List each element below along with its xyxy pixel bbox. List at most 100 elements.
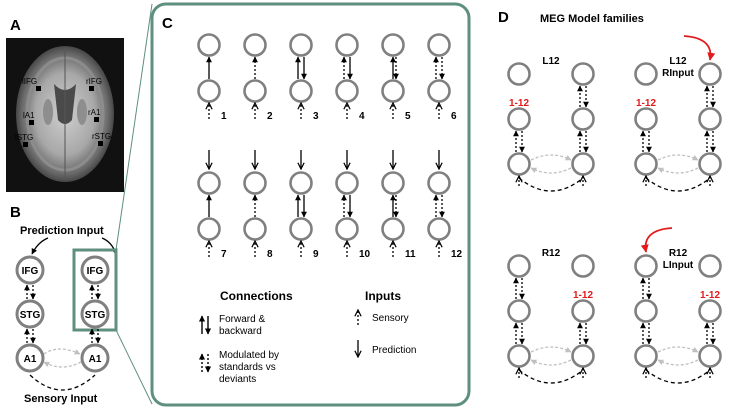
region-marker-ra1 [94, 117, 99, 122]
right-node-1 [571, 254, 595, 278]
node-upper [197, 33, 221, 57]
family-name: R12 [669, 248, 688, 259]
node-a1-right [80, 343, 110, 373]
lateral-connection [43, 348, 82, 368]
highlight-box [72, 248, 118, 332]
range-label: 1-12 [573, 290, 593, 301]
sensory-input-arc [29, 374, 96, 391]
node-lower [243, 79, 267, 103]
prediction-input-red-arrow [640, 227, 673, 253]
model-number: 2 [267, 111, 273, 122]
family-input-side: RInput [662, 68, 694, 79]
left-node-2 [507, 107, 531, 131]
region-marker-lifg [36, 86, 41, 91]
node-lower [427, 79, 451, 103]
node-upper [381, 171, 405, 195]
panel-b: B Prediction Input IFG STG A1 IFG STG A1 [10, 3, 153, 405]
node-lower [289, 79, 313, 103]
prediction-input-red-arrow [683, 35, 716, 61]
sensory-input-label: Sensory Input [24, 393, 98, 405]
model-number: 5 [405, 111, 411, 122]
right-node-3 [698, 152, 722, 176]
region-marker-rstg [98, 141, 103, 146]
label-lifg: lIFG [22, 77, 37, 86]
model-6: 6 [427, 33, 457, 122]
model-number: 12 [451, 249, 463, 260]
node-a1-right-label: A1 [89, 354, 102, 365]
panel-d-title: MEG Model families [540, 13, 644, 25]
left-node-2 [634, 299, 658, 323]
right-node-2 [571, 107, 595, 131]
right-node-2 [571, 299, 595, 323]
left-node-3 [634, 344, 658, 368]
right-node-3 [698, 344, 722, 368]
panel-a: A lIFG rIFG lA1 rA1 lSTG rSTG [6, 17, 124, 192]
legend-inputs-title: Inputs [365, 289, 401, 303]
lateral-connection-right [657, 154, 699, 161]
panel-c-letter: C [162, 15, 173, 32]
node-lower [381, 79, 405, 103]
zoom-line-bottom [115, 329, 153, 405]
node-lower [197, 217, 221, 241]
model-12: 12 [427, 150, 463, 260]
family-name: L12 [542, 56, 560, 67]
right-node-3 [571, 344, 595, 368]
family-name: R12 [542, 248, 561, 259]
model-9: 9 [289, 150, 319, 260]
left-node-1 [634, 254, 658, 278]
lateral-connection-left [530, 359, 572, 366]
node-upper [335, 33, 359, 57]
legend-prediction-label: Prediction [372, 345, 416, 356]
model-family-3: R12 1-12 [507, 248, 595, 384]
family-input-side: LInput [663, 260, 694, 271]
model-number: 4 [359, 111, 365, 122]
thalamus-right [77, 99, 87, 125]
model-number: 3 [313, 111, 319, 122]
sensory-input-arc [645, 177, 711, 192]
model-8: 8 [243, 150, 273, 260]
sensory-input-arc [518, 369, 584, 384]
lateral-connection-left [530, 167, 572, 174]
node-lower [243, 217, 267, 241]
node-stg-right-label: STG [85, 310, 106, 321]
right-node-2 [698, 107, 722, 131]
panel-d-letter: D [498, 9, 509, 26]
prediction-input-label: Prediction Input [20, 225, 104, 237]
zoom-line-top [115, 3, 153, 251]
region-marker-la1 [29, 120, 34, 125]
node-upper [427, 33, 451, 57]
lateral-connection-right [530, 346, 572, 353]
region-marker-lstg [23, 142, 28, 147]
legend-modulated-line1: Modulated by [219, 350, 279, 361]
node-upper [243, 33, 267, 57]
node-lower [427, 217, 451, 241]
legend-sensory-label: Sensory [372, 313, 409, 324]
lateral-connection-left [657, 167, 699, 174]
legend-fwd-bwd-line2: backward [219, 326, 262, 337]
model-5: 5 [381, 33, 411, 122]
model-number: 10 [359, 249, 371, 260]
left-node-2 [634, 107, 658, 131]
legend-modulated-line2: standards vs [219, 362, 276, 373]
left-node-2 [507, 299, 531, 323]
model-11: 11 [381, 150, 416, 260]
node-ifg-right-label: IFG [87, 266, 104, 277]
range-label: 1-12 [636, 98, 656, 109]
model-2: 2 [243, 33, 273, 122]
left-node-3 [634, 152, 658, 176]
lateral-connection-right [530, 154, 572, 161]
lateral-connection-left [657, 359, 699, 366]
model-number: 1 [221, 111, 227, 122]
left-node-1 [507, 254, 531, 278]
model-number: 8 [267, 249, 273, 260]
panel-c-frame [150, 2, 471, 407]
right-node-1 [571, 62, 595, 86]
node-lower [197, 79, 221, 103]
model-1: 1 [197, 33, 227, 122]
panel-a-letter: A [10, 17, 21, 34]
